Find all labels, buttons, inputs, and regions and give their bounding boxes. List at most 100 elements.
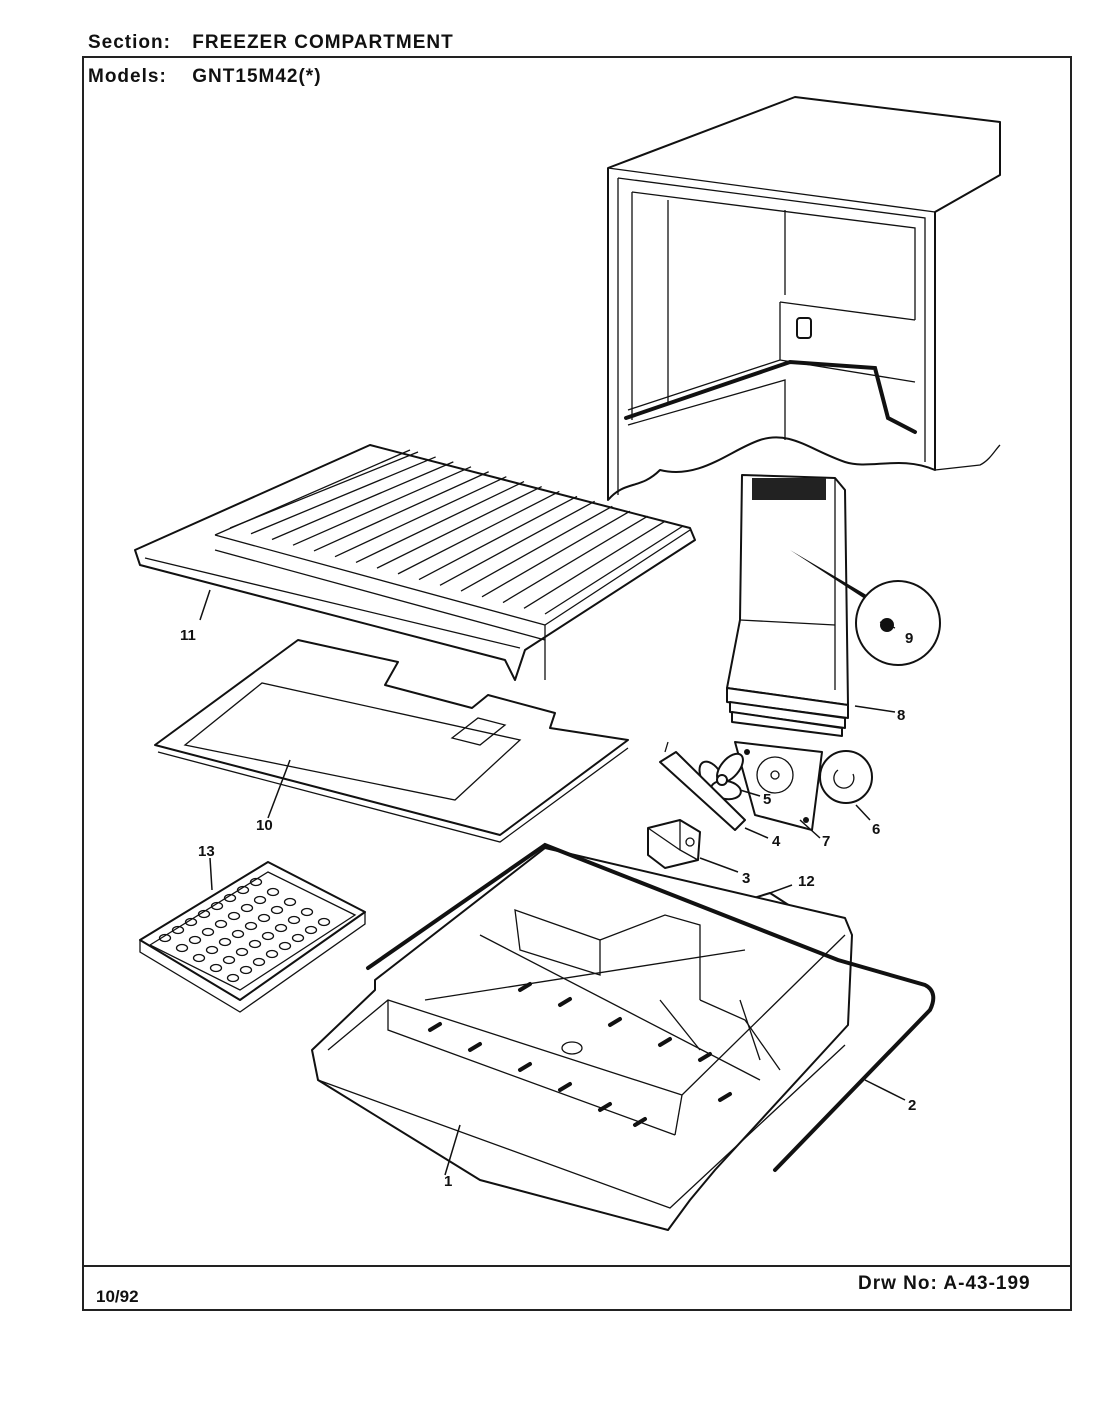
floor-slot	[718, 1092, 732, 1102]
shelf-part-11	[134, 444, 696, 681]
models-value: GNT15M42(*)	[192, 66, 322, 87]
ice-cube-cell	[210, 901, 224, 911]
ice-cube-cell	[253, 895, 267, 905]
ice-cube-cell	[223, 893, 237, 903]
ice-cube-cell	[239, 965, 253, 975]
ice-cube-cell	[257, 913, 271, 923]
ice-cube-cell	[278, 941, 292, 951]
shelf-slat	[481, 510, 631, 598]
ice-cube-cell	[218, 937, 232, 947]
floor-slot	[598, 1102, 612, 1112]
ice-cube-cell	[222, 955, 236, 965]
ice-cube-cell	[205, 945, 219, 955]
section-header: Section: FREEZER COMPARTMENT	[88, 32, 454, 54]
ice-cube-cell	[252, 957, 266, 967]
shelf-slat	[376, 485, 542, 569]
shelf-slat	[418, 495, 578, 581]
ice-cube-cell	[317, 917, 331, 927]
shelf-slat	[271, 461, 454, 541]
ice-cube-cell	[209, 963, 223, 973]
ice-cube-cell	[300, 907, 314, 917]
callout-5: 5	[763, 791, 771, 808]
shelf-slat	[502, 515, 648, 604]
ice-cube-cell	[240, 903, 254, 913]
ice-cube-cell	[265, 949, 279, 959]
footer-divider	[82, 1265, 1072, 1267]
leader-line-13	[209, 857, 213, 891]
callout-10: 10	[256, 817, 273, 834]
ice-cube-cell	[175, 943, 189, 953]
ice-cube-cell	[283, 897, 297, 907]
shelf-slat	[397, 490, 560, 575]
callout-8: 8	[897, 707, 905, 724]
fan-bracket-part-7	[734, 741, 823, 839]
motor-mount-part-4	[659, 741, 769, 839]
shelf-slat	[439, 500, 595, 586]
ice-cube-cell	[184, 917, 198, 927]
callout-4: 4	[772, 833, 781, 850]
ice-cube-cell	[287, 915, 301, 925]
ice-cube-cell	[158, 933, 172, 943]
callout-2: 2	[908, 1097, 916, 1114]
shelf-slat	[544, 525, 684, 615]
ice-cube-cell	[214, 919, 228, 929]
shelf-slat	[292, 466, 472, 546]
leader-line-11	[199, 589, 211, 621]
floor-slot	[658, 1037, 672, 1047]
freezer-floor-part-1	[311, 847, 853, 1231]
floor-slot	[558, 997, 572, 1007]
leader-line-10	[267, 759, 291, 819]
ice-cube-cell	[201, 927, 215, 937]
shelf-slat	[250, 456, 436, 535]
shelf-slat	[229, 451, 419, 529]
floor-slot	[633, 1117, 647, 1127]
ice-cube-cell	[248, 939, 262, 949]
ice-cube-cell	[231, 929, 245, 939]
callout-1: 1	[444, 1173, 452, 1190]
ice-cube-cell	[270, 905, 284, 915]
ice-cube-cell	[197, 909, 211, 919]
models-header: Models: GNT15M42(*)	[88, 66, 322, 88]
footer-date: 10/92	[96, 1287, 139, 1306]
ice-cube-cell	[266, 887, 280, 897]
floor-slot	[468, 1042, 482, 1052]
ice-cube-cell	[274, 923, 288, 933]
callout-13: 13	[198, 843, 215, 860]
ice-cube-cell	[235, 947, 249, 957]
shelf-cover-part-10	[154, 639, 629, 843]
ice-cube-cell	[227, 911, 241, 921]
ice-tray-part-13	[139, 861, 366, 1013]
shelf-slat	[355, 481, 525, 563]
ice-cube-cell	[192, 953, 206, 963]
floor-slot	[698, 1052, 712, 1062]
models-label: Models:	[88, 66, 167, 87]
floor-slot	[428, 1022, 442, 1032]
ice-cube-cell	[249, 877, 263, 887]
floor-slot	[518, 982, 532, 992]
ice-cube-cell	[236, 885, 250, 895]
ice-cube-cell	[291, 933, 305, 943]
floor-slot	[518, 1062, 532, 1072]
drawing-number: Drw No: A-43-199	[858, 1273, 1031, 1294]
section-value: FREEZER COMPARTMENT	[192, 32, 454, 53]
ice-cube-cell	[188, 935, 202, 945]
callout-6: 6	[872, 821, 880, 838]
screw-detail-part-9	[790, 550, 941, 666]
rail-part-2	[366, 842, 936, 1172]
callout-11: 11	[180, 627, 196, 644]
callout-7: 7	[822, 833, 830, 850]
ice-cube-cell	[261, 931, 275, 941]
shelf-slat	[313, 471, 489, 552]
ice-cube-cell	[244, 921, 258, 931]
floor-slot	[558, 1082, 572, 1092]
callout-12: 12	[798, 873, 815, 890]
shelf-slat	[460, 505, 613, 592]
floor-slot	[608, 1017, 622, 1027]
grommet-part-6	[819, 750, 873, 821]
refrigerator-cabinet	[607, 96, 1001, 501]
callout-9: 9	[905, 630, 913, 647]
ice-cube-cell	[226, 973, 240, 983]
ice-cube-cell	[171, 925, 185, 935]
shelf-slat	[334, 476, 507, 558]
